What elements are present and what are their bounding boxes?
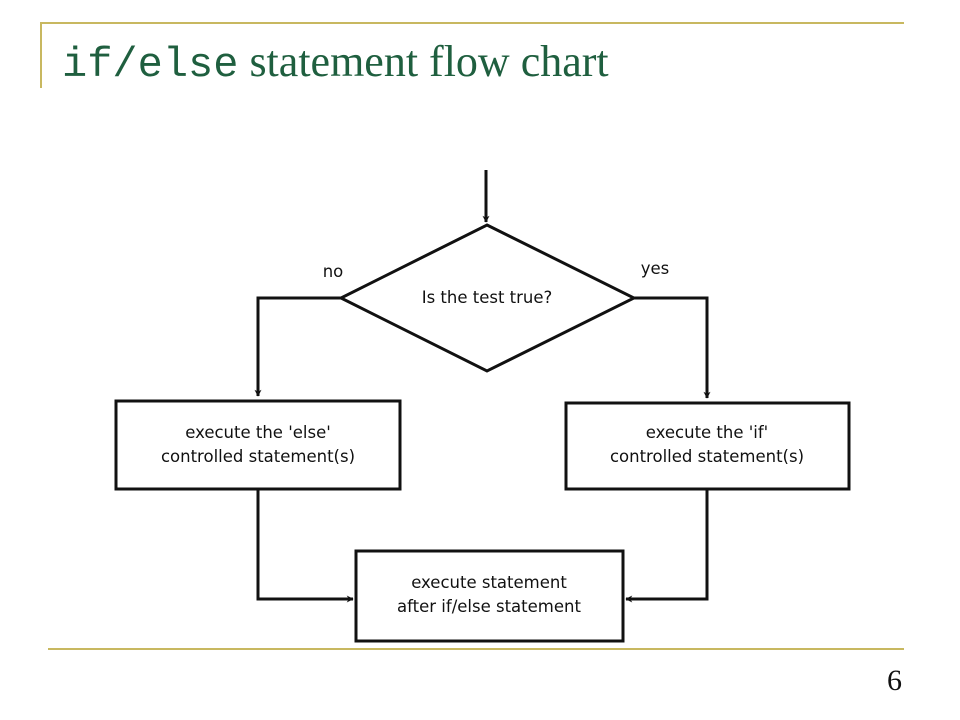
slide-title: if/else statement flow chart <box>62 37 609 89</box>
page-number: 6 <box>887 664 902 697</box>
yes-branch-arrow <box>634 296 711 399</box>
if-to-after-arrow <box>625 489 709 603</box>
if-box <box>564 401 851 491</box>
no-label: no <box>323 262 344 281</box>
decision-diamond <box>337 223 638 373</box>
else-box-line-1: execute the 'else' <box>185 423 331 442</box>
after-box-line-1: execute statement <box>411 573 567 592</box>
frame-bottom-line <box>48 648 904 650</box>
else-to-after-arrow <box>256 489 354 603</box>
title-code: if/else <box>62 41 239 89</box>
frame-left-line <box>40 22 42 88</box>
no-branch-arrow <box>254 296 341 397</box>
if-box-line-2: controlled statement(s) <box>610 447 804 466</box>
frame-top-line <box>40 22 904 24</box>
if-box-line-1: execute the 'if' <box>646 423 768 442</box>
after-box-line-2: after if/else statement <box>397 597 581 616</box>
decision-label: Is the test true? <box>422 288 553 307</box>
after-box <box>354 549 625 643</box>
title-text: statement flow chart <box>249 37 609 86</box>
yes-label: yes <box>641 259 670 278</box>
else-box <box>114 399 402 491</box>
else-box-line-2: controlled statement(s) <box>161 447 355 466</box>
